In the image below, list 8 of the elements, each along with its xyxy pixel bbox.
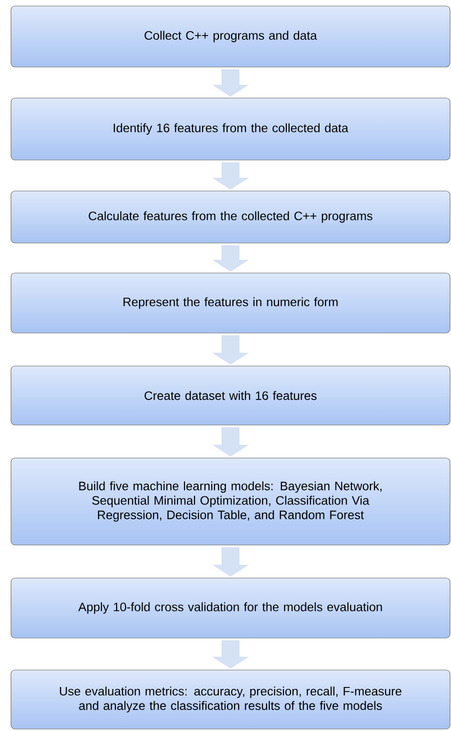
process-box: Use evaluation metrics: accuracy, precision, recall, F-measure and analyze the classification results of the five models: [10, 670, 450, 730]
process-box: Build five machine learning models: Bayesian Network, Sequential Minimal Optimization, Classification Via Regression, Decision Table, and Random Forest: [10, 458, 450, 546]
process-box: Collect C++ programs and data: [10, 6, 450, 68]
process-box: Apply 10-fold cross validation for the models evaluation: [10, 578, 450, 638]
process-box: Calculate features from the collected C++ programs: [10, 190, 450, 244]
process-box: Represent the features in numeric form: [10, 272, 450, 334]
process-box: Create dataset with 16 features: [10, 366, 450, 426]
process-box: Identify 16 features from the collected data: [10, 98, 450, 160]
